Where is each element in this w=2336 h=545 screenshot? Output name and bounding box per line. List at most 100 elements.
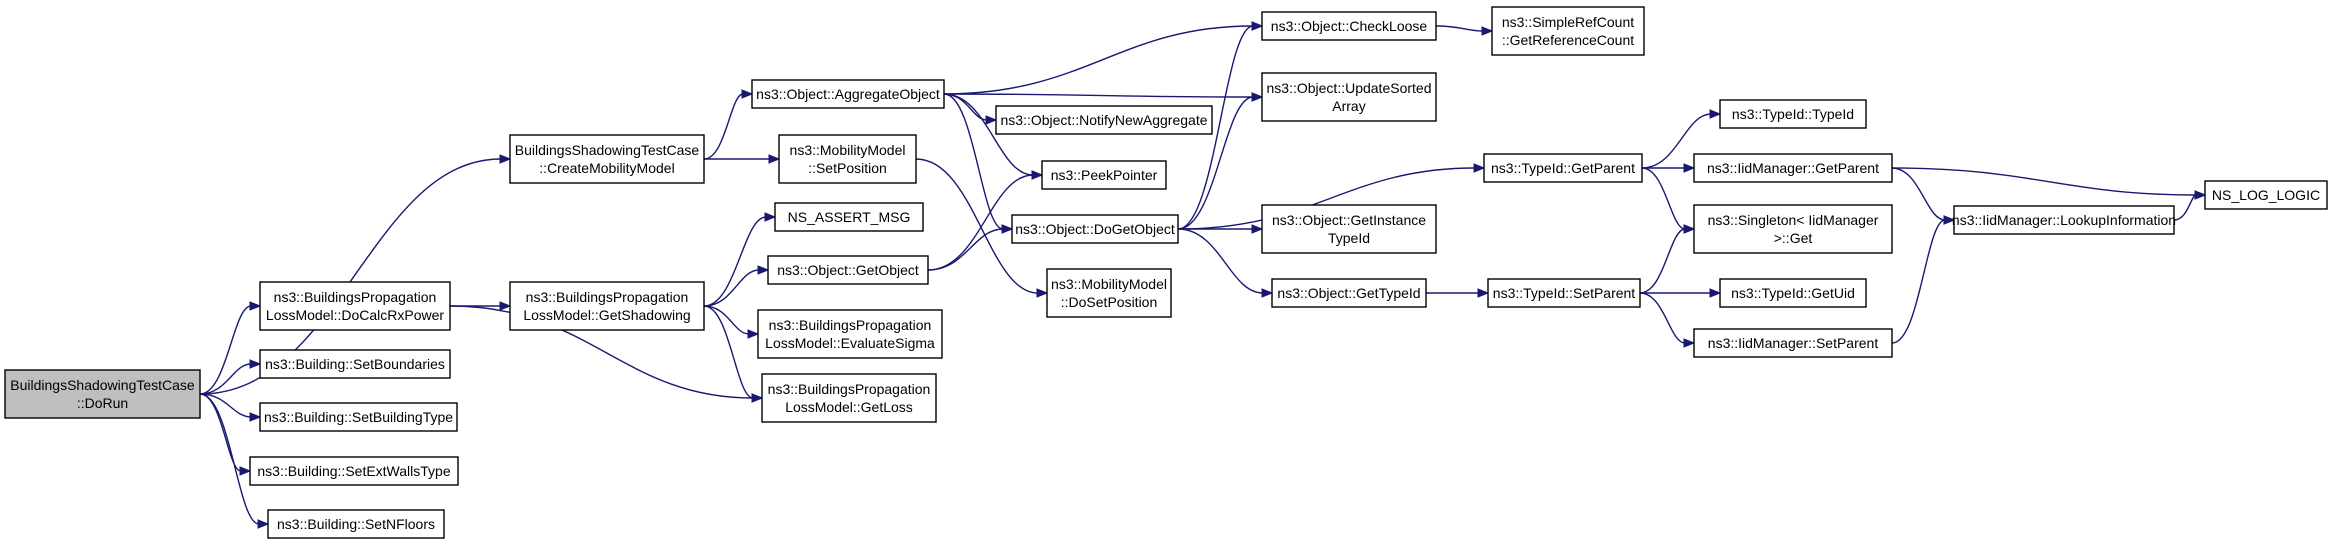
node-label: ns3::Object::GetInstance (1272, 212, 1426, 228)
edge-createmob-to-aggregate (703, 89, 754, 160)
node-lgetparent[interactable]: ns3::IidManager::GetParent (1693, 153, 1893, 183)
node-box (1953, 205, 2175, 235)
graph-edges (199, 21, 2207, 529)
node-label: ns3::TypeId::SetParent (1493, 285, 1636, 301)
edge-aggregate-to-checkloose (943, 21, 1264, 95)
node-label: ns3::PeekPointer (1051, 167, 1158, 183)
node-docalcrx[interactable]: ns3::BuildingsPropagationLossModel::DoCa… (259, 281, 451, 331)
node-label: LossModel::GetLoss (785, 399, 913, 415)
node-evalsigma[interactable]: ns3::BuildingsPropagationLossModel::Eval… (757, 309, 943, 359)
edge-lgetparent-to-lookup (1891, 167, 1956, 225)
node-label: ns3::Object::GetTypeId (1277, 285, 1420, 301)
node-label: ns3::MobilityModel (1051, 276, 1167, 292)
node-label: ns3::Building::SetBoundaries (265, 356, 445, 372)
node-checkloose[interactable]: ns3::Object::CheckLoose (1261, 11, 1437, 41)
edge-dorun-to-createmob (199, 154, 512, 395)
edge-tgetparent-to-singleton (1641, 167, 1696, 234)
node-label: NS_LOG_LOGIC (2212, 187, 2320, 203)
edge-lgetparent-to-nslog (1891, 167, 2207, 200)
edge-dorun-to-setbuildingtype (199, 393, 262, 422)
node-label: ns3::BuildingsPropagation (274, 289, 437, 305)
node-box (1487, 278, 1641, 308)
node-box (1271, 278, 1427, 308)
node-label: ns3::SimpleRefCount (1502, 14, 1634, 30)
node-label: BuildingsShadowingTestCase (515, 142, 700, 158)
node-box (1693, 328, 1893, 358)
node-peek[interactable]: ns3::PeekPointer (1041, 160, 1167, 190)
edge-getobject-to-peek (927, 170, 1044, 271)
node-box (509, 134, 705, 184)
node-notifynew[interactable]: ns3::Object::NotifyNewAggregate (995, 105, 1213, 135)
node-getobject[interactable]: ns3::Object::GetObject (767, 255, 929, 285)
edge-tsetparent-to-singleton (1639, 224, 1696, 294)
node-label: ns3::IidManager::GetParent (1707, 160, 1879, 176)
node-dogetobject[interactable]: ns3::Object::DoGetObject (1011, 214, 1179, 244)
node-label: ::SetPosition (808, 160, 887, 176)
node-createmob[interactable]: BuildingsShadowingTestCase::CreateMobili… (509, 134, 705, 184)
edge-dorun-to-setboundaries (199, 359, 262, 395)
edge-getshadowing-to-assert (703, 212, 777, 307)
node-box (1261, 72, 1437, 122)
edge-getshadowing-to-evalsigma (703, 305, 760, 339)
node-label: ns3::Building::SetNFloors (277, 516, 435, 532)
node-dorun: BuildingsShadowingTestCase::DoRun (4, 369, 201, 419)
edge-dogetobject-to-getinstance (1177, 224, 1264, 234)
node-lsetparent[interactable]: ns3::IidManager::SetParent (1693, 328, 1893, 358)
node-dosetposition[interactable]: ns3::MobilityModel::DoSetPosition (1046, 268, 1172, 318)
node-box (767, 255, 929, 285)
edge-createmob-to-setposition (704, 154, 781, 164)
node-setposition[interactable]: ns3::MobilityModel::SetPosition (778, 134, 917, 184)
edge-dogetobject-to-tgetparent (1177, 163, 1486, 230)
node-box (1011, 214, 1179, 244)
node-label: ::DoSetPosition (1061, 294, 1158, 310)
node-assert[interactable]: NS_ASSERT_MSG (774, 202, 924, 232)
node-label: ns3::Object::CheckLoose (1271, 18, 1428, 34)
node-box (259, 402, 458, 432)
edge-dogetobject-to-updatesorted (1177, 92, 1264, 230)
edge-dorun-to-setextwalls (199, 393, 252, 476)
node-box (2204, 180, 2328, 210)
node-label: ns3::Object::UpdateSorted (1267, 80, 1432, 96)
node-label: ns3::TypeId::GetParent (1491, 160, 1635, 176)
node-getuid[interactable]: ns3::TypeId::GetUid (1719, 278, 1867, 308)
node-singleton[interactable]: ns3::Singleton< IidManager >::Get (1693, 204, 1893, 254)
node-tsetparent[interactable]: ns3::TypeId::SetParent (1487, 278, 1641, 308)
node-box (1041, 160, 1167, 190)
node-label: ns3::Object::AggregateObject (756, 86, 940, 102)
node-nslog[interactable]: NS_LOG_LOGIC (2204, 180, 2328, 210)
node-refcount[interactable]: ns3::SimpleRefCount::GetReferenceCount (1491, 6, 1645, 56)
node-getloss[interactable]: ns3::BuildingsPropagationLossModel::GetL… (761, 373, 937, 423)
node-aggregate[interactable]: ns3::Object::AggregateObject (751, 79, 945, 109)
edge-dogetobject-to-checkloose (1177, 21, 1264, 230)
node-box (757, 309, 943, 359)
node-typeid[interactable]: ns3::TypeId::TypeId (1719, 99, 1867, 129)
node-label: ::GetReferenceCount (1502, 32, 1634, 48)
node-label: NS_ASSERT_MSG (788, 209, 911, 225)
edge-tgetparent-to-typeid (1641, 109, 1722, 169)
node-lookup[interactable]: ns3::IidManager::LookupInformation (1952, 205, 2176, 235)
node-label: ::DoRun (77, 395, 128, 411)
node-label: TypeId (1328, 230, 1370, 246)
node-getshadowing[interactable]: ns3::BuildingsPropagationLossModel::GetS… (509, 281, 705, 331)
edge-dorun-to-docalcrx (199, 301, 262, 395)
node-box (267, 509, 445, 539)
node-label: ns3::MobilityModel (790, 142, 906, 158)
node-setextwalls[interactable]: ns3::Building::SetExtWallsType (249, 456, 459, 486)
node-box (1046, 268, 1172, 318)
node-tgetparent[interactable]: ns3::TypeId::GetParent (1483, 153, 1643, 183)
edge-aggregate-to-notifynew (943, 93, 998, 125)
node-gettypeid[interactable]: ns3::Object::GetTypeId (1271, 278, 1427, 308)
node-label: LossModel::GetShadowing (523, 307, 690, 323)
node-setboundaries[interactable]: ns3::Building::SetBoundaries (259, 349, 451, 379)
node-box (774, 202, 924, 232)
node-setbuildingtype[interactable]: ns3::Building::SetBuildingType (259, 402, 458, 432)
edge-lsetparent-to-lookup (1891, 215, 1956, 344)
edge-getshadowing-to-getobject (703, 265, 770, 307)
node-box (1261, 11, 1437, 41)
node-label: ns3::BuildingsPropagation (526, 289, 689, 305)
node-box (1261, 204, 1437, 254)
node-setnfloors[interactable]: ns3::Building::SetNFloors (267, 509, 445, 539)
